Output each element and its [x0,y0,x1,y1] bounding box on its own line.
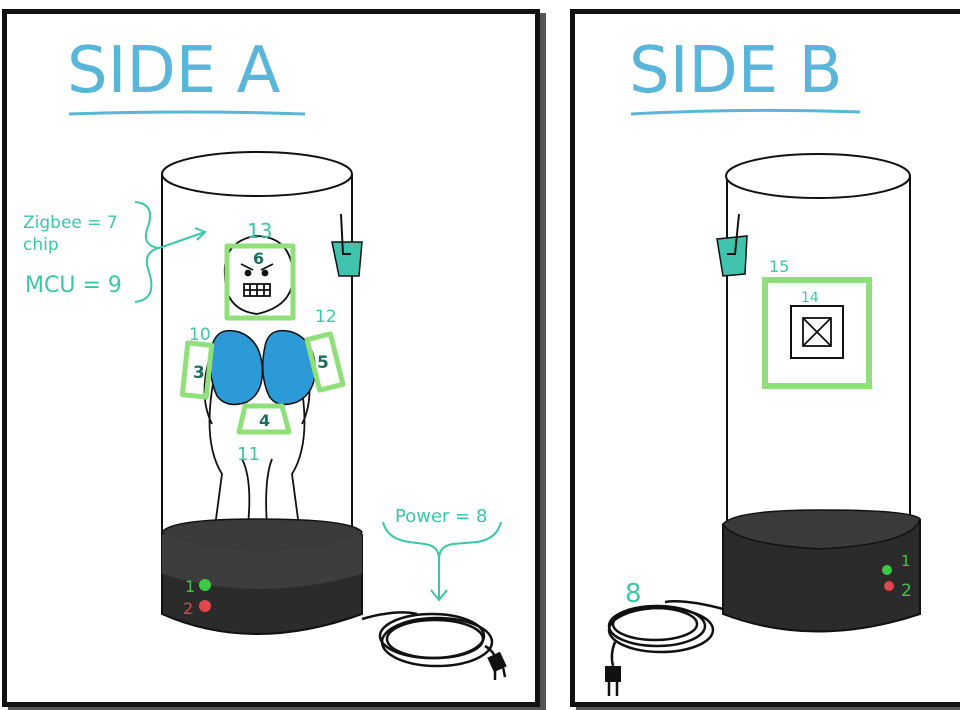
led-green-number: 1 [185,577,195,596]
mcu-label: MCU = 9 [25,273,122,298]
led-red [199,600,211,612]
side-a-drawing: SIDE A [7,14,535,702]
right-glove-number: 5 [317,353,329,373]
power-label: Power = 8 [395,506,487,527]
led-green [199,579,211,591]
chest-number: 4 [259,411,270,430]
power-arrow [431,559,447,600]
face-number: 6 [253,249,264,268]
chest-box-number: 11 [237,444,260,465]
zigbee-label-line2: chip [23,235,59,255]
outer-box-number: 15 [769,257,789,276]
plug-icon-b [605,666,621,696]
annotation-brace [135,202,159,302]
power-cord [362,612,497,666]
side-a-panel: SIDE A [2,9,540,707]
side-b-drawing: SIDE B 15 14 1 2 [575,14,960,702]
led-red-number: 2 [183,599,193,618]
led-green-b [882,565,892,575]
plug-icon [487,652,506,680]
face-box-number: 13 [247,219,272,243]
left-glove-number: 3 [193,363,205,383]
led-red-b [884,581,894,591]
left-box-number: 10 [189,325,211,345]
inner-box-number: 14 [801,290,819,306]
zigbee-label: Zigbee = 7 [23,213,118,233]
side-a-title: SIDE A [67,34,281,108]
power-cord-b [609,601,723,666]
title-underline [69,112,305,114]
side-b-title: SIDE B [629,34,842,108]
power-brace [383,522,501,559]
side-b-panel: SIDE B 15 14 1 2 [570,9,960,707]
cord-number: 8 [625,579,642,609]
led-green-number-b: 1 [901,552,911,570]
led-red-number-b: 2 [901,581,912,601]
title-underline-b [631,110,860,114]
right-box-number: 12 [315,307,337,327]
